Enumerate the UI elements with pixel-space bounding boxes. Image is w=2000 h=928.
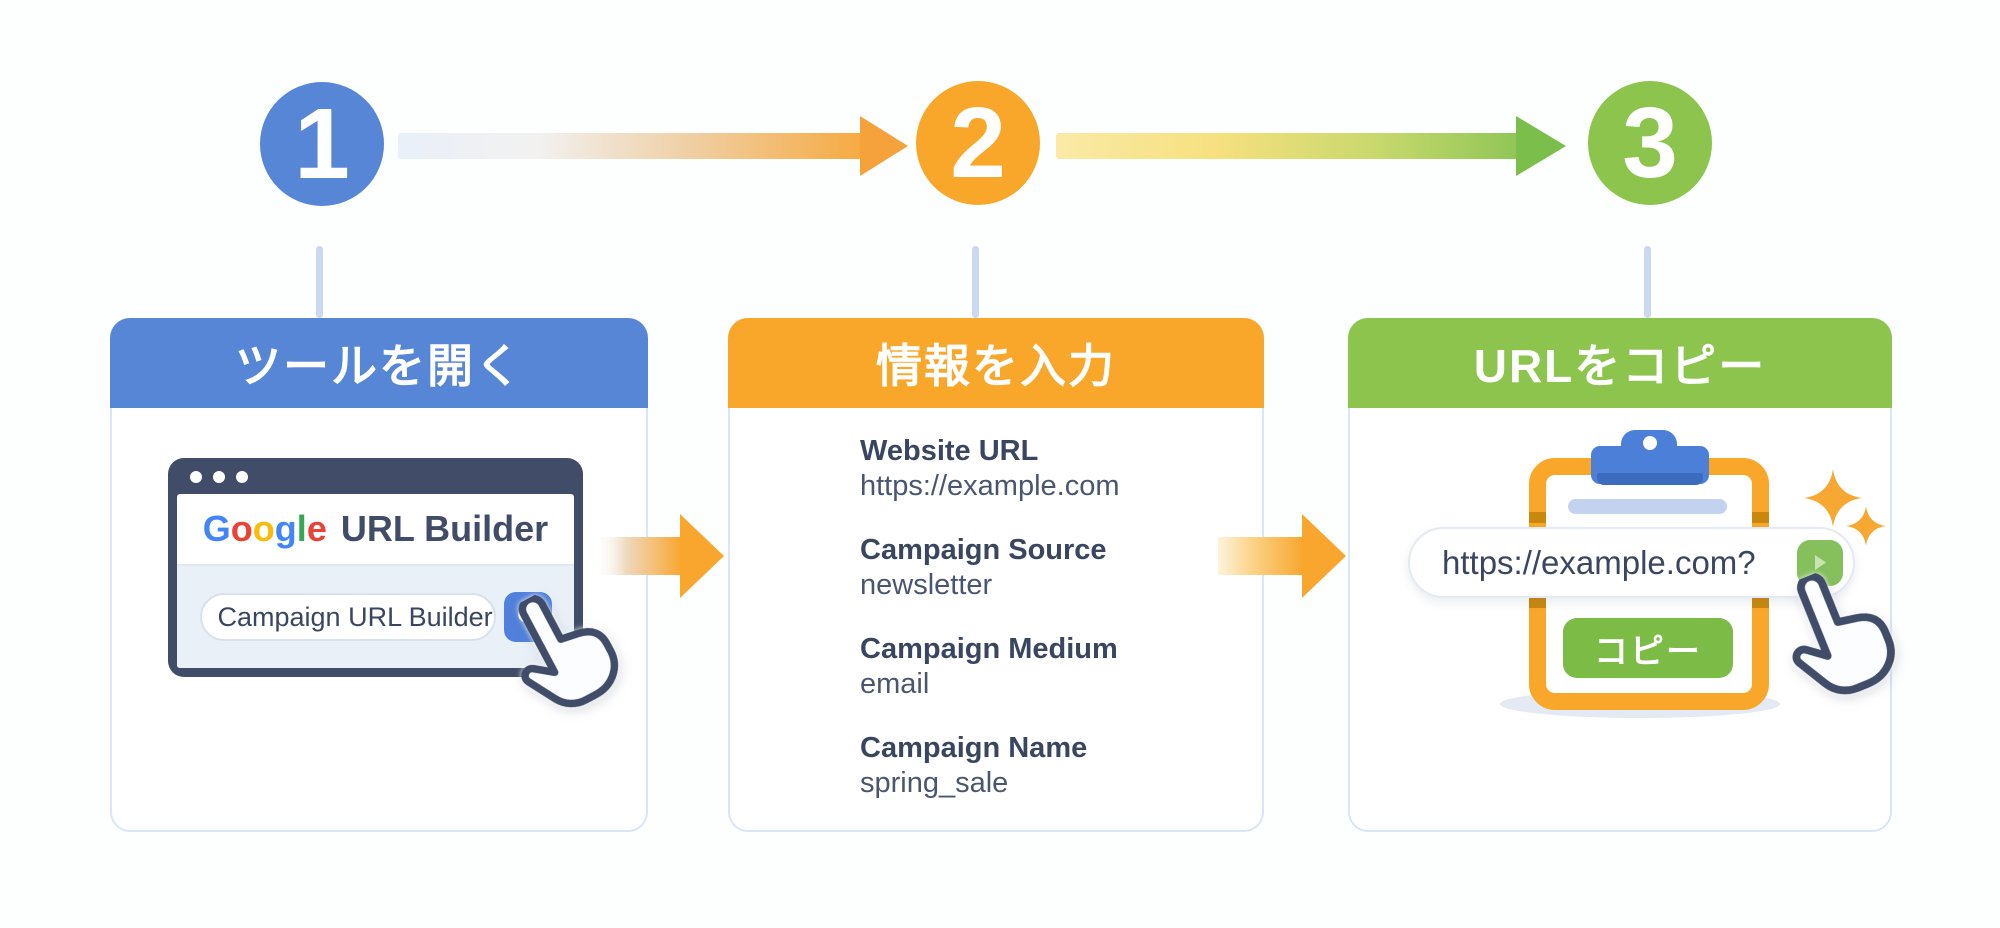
field-value: newsletter [860, 569, 993, 601]
divider [177, 564, 574, 566]
frame-shade [1752, 597, 1769, 608]
browser-window: G o o g l e URL Builder Campaign URL Bui… [168, 458, 583, 677]
card-3-title: URLをコピー [1473, 340, 1767, 392]
step-1-number: 1 [294, 87, 350, 200]
browser-content: G o o g l e URL Builder Campaign URL Bui… [177, 494, 574, 668]
hand-cursor-icon [518, 594, 619, 708]
card-3-header: URLをコピー [1348, 318, 1892, 408]
step-1-circle: 1 [260, 82, 384, 206]
connector-line-3 [1644, 246, 1651, 318]
google-logo: G o o g l e URL Builder [177, 494, 574, 564]
arrow-step1-to-step2 [398, 116, 908, 176]
logo-letter: g [274, 508, 297, 549]
form-field: Campaign Medium email [860, 632, 1120, 702]
window-dot [213, 471, 225, 483]
window-dot [190, 471, 202, 483]
arrow-card1-to-card2 [596, 514, 724, 598]
logo-letter: l [296, 508, 307, 549]
card-1-header: ツールを開く [110, 318, 648, 408]
form-field: Campaign Source newsletter [860, 533, 1120, 603]
step-2-number: 2 [950, 86, 1006, 199]
logo-letter: e [306, 508, 327, 549]
arrow-card2-to-card3 [1218, 514, 1346, 598]
step-3-circle: 3 [1588, 81, 1712, 205]
field-label: Campaign Name [860, 732, 1088, 764]
field-label: Campaign Medium [860, 633, 1118, 665]
clipboard-clip-shade [1597, 473, 1703, 485]
copy-button[interactable]: コピー [1563, 618, 1733, 678]
card-2-title: 情報を入力 [876, 340, 1116, 392]
logo-letter: o [252, 508, 275, 549]
field-value: https://example.com [860, 470, 1120, 502]
logo-letter: o [230, 508, 253, 549]
field-value: email [860, 668, 930, 700]
hand-cursor-icon [1792, 572, 1895, 695]
play-icon [1815, 555, 1826, 570]
connector-line-1 [316, 246, 323, 318]
step-3-number: 3 [1622, 86, 1678, 199]
form-field: Website URL https://example.com [860, 434, 1120, 504]
note-bar [1568, 499, 1727, 514]
frame-shade [1529, 597, 1546, 608]
search-input-value: Campaign URL Builder [217, 601, 493, 632]
search-input[interactable]: Campaign URL Builder [199, 593, 496, 641]
generated-url-text: https://example.com? [1442, 543, 1756, 581]
arrow-step2-to-step3 [1056, 116, 1566, 176]
form-field: Campaign Name spring_sale [860, 731, 1120, 801]
frame-shade [1529, 512, 1546, 523]
copy-button-label: コピー [1594, 632, 1702, 671]
sparkle-icon [1804, 469, 1862, 527]
connector-line-2 [972, 246, 979, 318]
logo-suffix: URL Builder [340, 508, 549, 549]
search-area: Campaign URL Builder [177, 566, 574, 668]
logo-letter: G [202, 508, 231, 549]
campaign-form: Website URL https://example.com Campaign… [860, 434, 1120, 801]
generated-url-field: https://example.com? [1408, 527, 1855, 598]
clip-hole [1643, 436, 1657, 450]
field-label: Website URL [860, 435, 1039, 467]
field-value: spring_sale [860, 767, 1009, 799]
field-label: Campaign Source [860, 534, 1107, 566]
card-2-header: 情報を入力 [728, 318, 1264, 408]
card-step-2: 情報を入力 [728, 318, 1264, 832]
frame-shade [1752, 512, 1769, 523]
card-1-title: ツールを開く [235, 340, 523, 392]
window-dot [236, 471, 248, 483]
step-2-circle: 2 [916, 81, 1040, 205]
sparkle-icon [1846, 506, 1886, 546]
